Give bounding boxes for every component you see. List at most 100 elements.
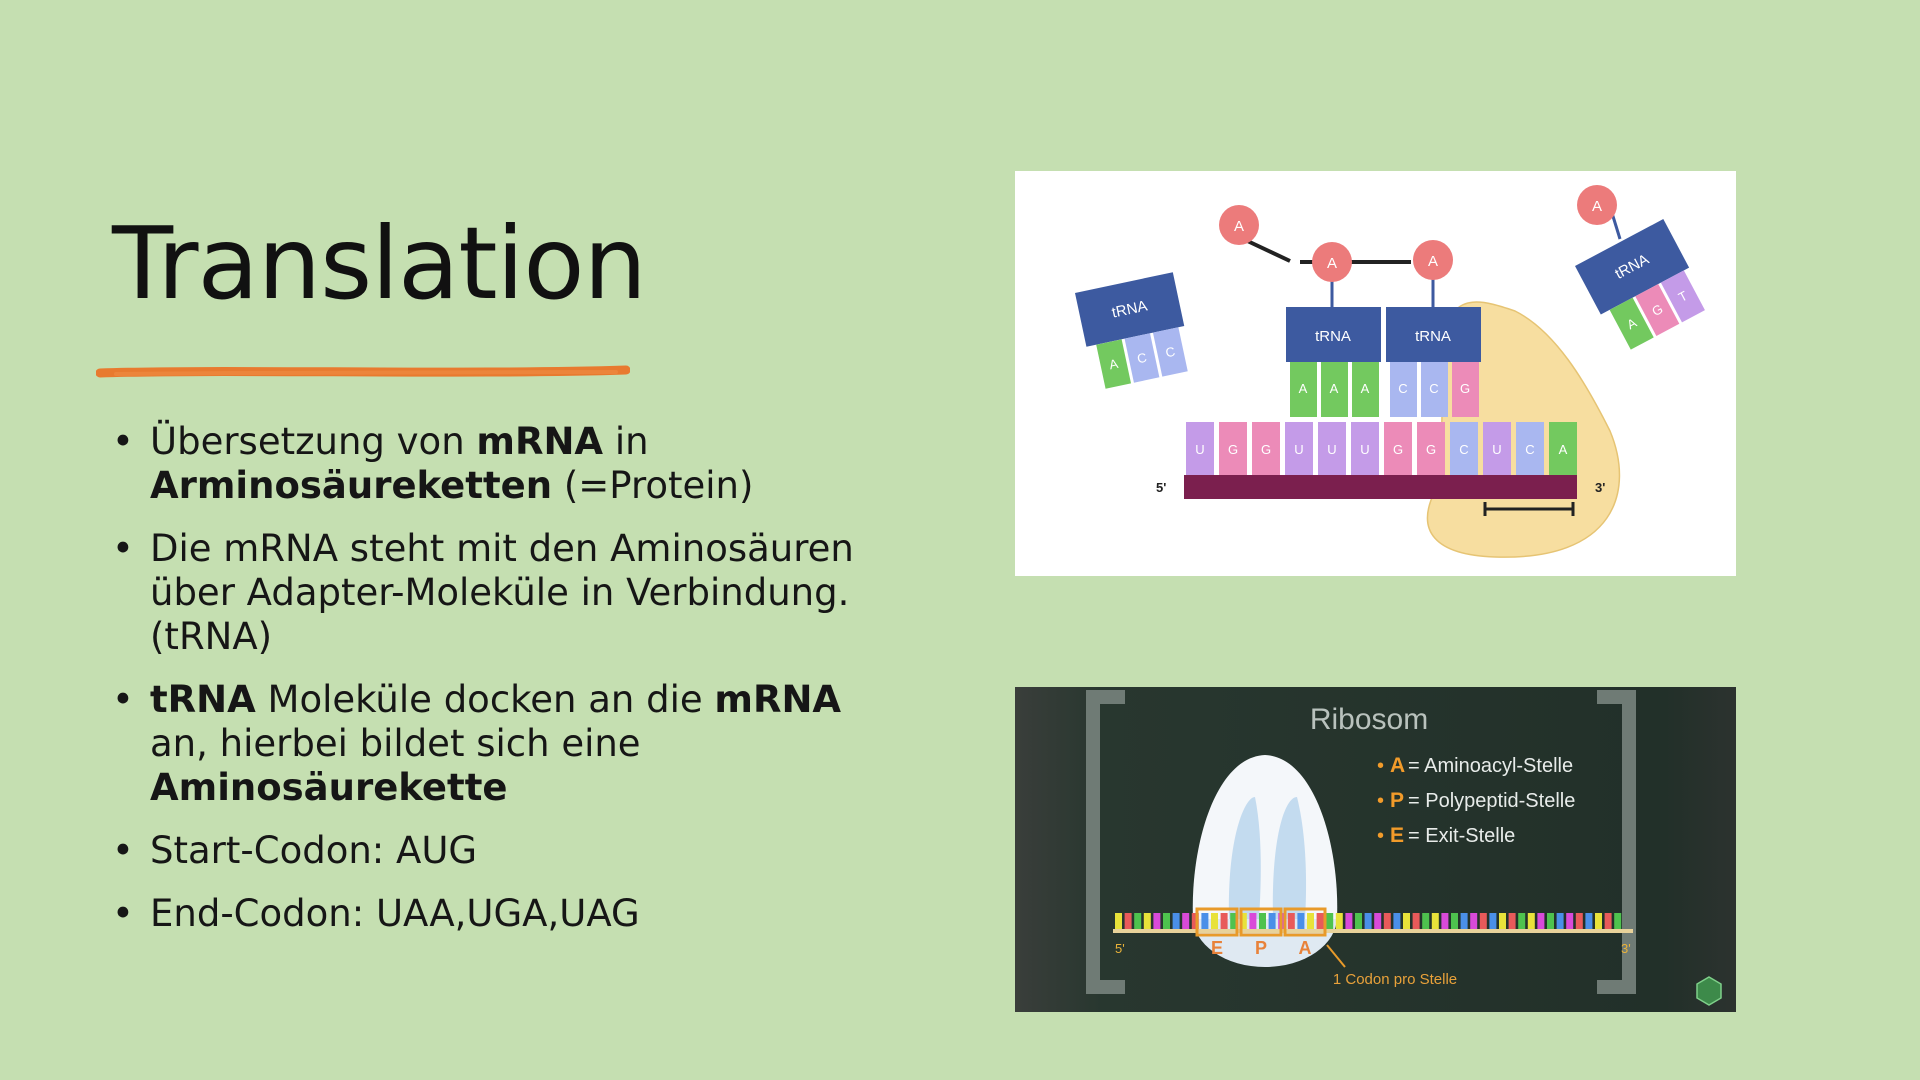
trna-base [1152,327,1188,377]
nucleotide [1412,913,1420,929]
trna-base-label: A [1108,356,1120,373]
nucleotide [1508,913,1516,929]
bullet-text: Übersetzung von [150,420,477,463]
nucleotide [1172,913,1180,929]
mid-trna-2-label: tRNA [1415,328,1451,345]
codon-caption: 1 Codon pro Stelle [1333,971,1457,988]
trna-base [1660,270,1705,323]
bracket-right [1597,690,1636,994]
mrna-base [1252,422,1280,475]
left-trna-box [1075,272,1185,347]
mrna-base-label: U [1294,442,1303,457]
nucleotide [1153,913,1161,929]
mrna-base [1549,422,1577,475]
mrna-base [1318,422,1346,475]
mid-trna-2-base [1390,362,1417,417]
mrna-base [1483,422,1511,475]
nucleotide [1518,913,1526,929]
nucleotide [1191,913,1199,929]
site-label: E [1211,938,1223,958]
bullet-item: Start-Codon: AUG [112,829,872,873]
nucleotide [1537,913,1545,929]
mrna-base [1450,422,1478,475]
site-label: P [1255,938,1267,958]
right-amino-acid [1577,185,1617,225]
legend-bullet: • [1377,825,1384,847]
mid-trna-1-base-label: A [1330,381,1339,396]
bullet-text: Moleküle docken an die [255,678,715,721]
mrna-base [1186,422,1214,475]
mid-trna-1-base [1321,362,1348,417]
nucleotide [1499,913,1506,929]
strip-five-prime: 5' [1115,941,1125,956]
ribosome-legend: •A= Aminoacyl-Stelle•P= Polypeptid-Stell… [1377,754,1575,847]
mid-trna-1-base-label: A [1361,381,1370,396]
mid-trna-1-base [1352,362,1379,417]
nucleotide [1249,913,1257,929]
amino-acid-label: A [1327,255,1337,272]
trna-base [1124,333,1160,383]
legend-key: A [1390,754,1405,777]
bullet-text: Die mRNA steht mit den Aminosäuren über … [150,527,854,658]
bullet-text: (=Protein) [552,464,754,507]
nucleotide [1326,913,1334,929]
nucleotide [1268,913,1276,929]
nucleotide [1614,913,1622,929]
nucleotide [1297,913,1305,929]
legend-text: = Aminoacyl-Stelle [1408,755,1573,777]
mrna-base-label: C [1459,442,1468,457]
nucleotide [1201,913,1209,929]
nucleotide [1124,913,1132,929]
nucleotide [1470,913,1478,929]
strip-three-prime: 3' [1621,941,1631,956]
bullet-bold-text: Arminosäureketten [150,464,553,507]
legend-key: P [1390,789,1404,812]
trna-base-label: C [1164,344,1176,361]
mrna-base [1219,422,1247,475]
right-amino-label: A [1592,198,1602,215]
nucleotide [1307,913,1314,929]
bullet-item: tRNA Moleküle docken an die mRNA an, hie… [112,678,872,810]
slide-title: Translation [112,205,647,322]
bullet-text: an, hierbei bildet sich eine [150,722,641,765]
trna-base [1609,297,1654,350]
site-a-box [1283,907,1327,937]
bullet-item: End-Codon: UAA,UGA,UAG [112,892,872,936]
nucleotide [1182,913,1190,929]
nucleotide [1460,913,1468,929]
bullet-bold-text: tRNA [150,678,256,721]
legend-key: E [1390,824,1404,847]
mrna-base-label: U [1360,442,1369,457]
mrna-base [1285,422,1313,475]
right-trna-stem [1610,212,1622,240]
trna-base [1096,339,1132,389]
legend-bullet: • [1377,755,1384,777]
nucleotide [1316,913,1324,929]
nucleotide [1345,913,1353,929]
nucleotide [1393,913,1401,929]
bullet-bold-text: Aminosäurekette [150,766,508,809]
nucleotide [1431,913,1439,929]
bullet-item: Übersetzung von mRNA in Arminosäurekette… [112,420,872,508]
nucleotide [1220,913,1228,929]
legend-text: = Exit-Stelle [1408,825,1515,847]
nucleotide [1374,913,1382,929]
bullet-bold-text: mRNA [476,420,604,463]
mid-trna-1-box [1286,307,1381,362]
mrna-base [1384,422,1412,475]
nucleotide [1383,913,1391,929]
nucleotide [1211,913,1218,929]
nucleotide [1335,913,1343,929]
mrna-base-label: U [1327,442,1336,457]
mid-trna-2-base [1421,362,1448,417]
nucleotide [1451,913,1458,929]
mrna-base-label: U [1195,442,1204,457]
mrna-base-label: U [1492,442,1501,457]
mrna-base [1351,422,1379,475]
nucleotide [1556,913,1564,929]
mrna-base-label: G [1228,442,1238,457]
site-p-box [1239,907,1283,937]
mid-trna-2-base-label: C [1398,381,1407,396]
